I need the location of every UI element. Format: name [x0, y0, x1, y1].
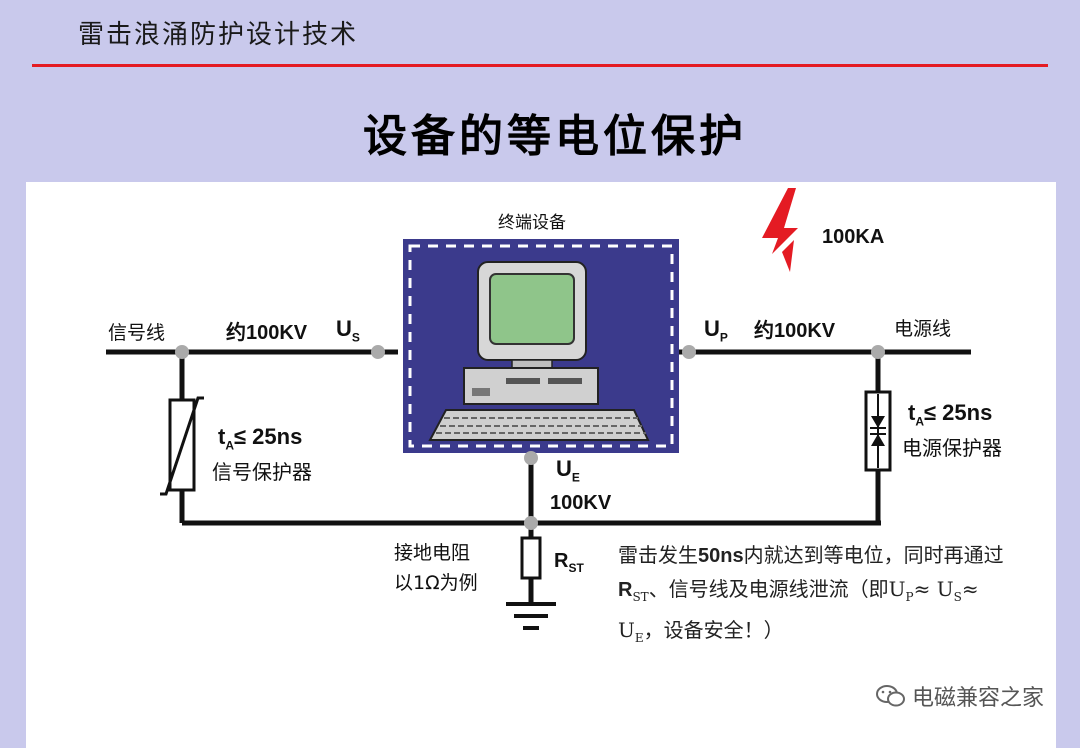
ground-resistor	[520, 536, 542, 580]
ground-resistor-label-line1: 接地电阻	[394, 542, 471, 564]
tvs-arrow-up	[871, 434, 885, 446]
us-label: US	[336, 316, 360, 345]
slide-header-title: 雷击浪涌防护设计技术	[78, 20, 359, 50]
equipotential-diagram	[106, 188, 971, 630]
computer-case	[463, 367, 599, 405]
watermark: 电磁兼容之家	[875, 680, 1044, 712]
lightning-bolt-icon	[762, 188, 798, 254]
ground-resistor-label-line2: 以1Ω为例	[394, 572, 478, 594]
varistor-slash	[160, 396, 204, 496]
explanation-note: 雷击发生50ns内就达到等电位，同时再通过RST、信号线及电源线泄流（即UP≈ …	[618, 543, 1004, 645]
monitor-screen	[489, 273, 575, 345]
up-label: UP	[704, 316, 728, 345]
signal-terminal-dot	[371, 345, 385, 359]
power-response-time: tA≤ 25ns	[908, 400, 993, 429]
device-ground-dot	[524, 451, 538, 465]
wechat-icon	[875, 685, 905, 707]
monitor-stand	[511, 359, 553, 369]
rst-label: RST	[554, 550, 584, 575]
signal-protector-label: 信号保护器	[212, 460, 312, 484]
power-line-label: 电源线	[894, 318, 952, 340]
signal-junction-dot	[175, 345, 189, 359]
ue-label: UE	[556, 456, 580, 485]
ground-junction-dot	[524, 516, 538, 530]
lightning-bolt-tail-icon	[782, 240, 794, 272]
ue-voltage-label: 100KV	[550, 492, 612, 514]
terminal-device-border	[408, 244, 674, 448]
power-protector-label: 电源保护器	[902, 436, 1002, 460]
signal-response-time: tA≤ 25ns	[218, 424, 303, 453]
lightning-current-label: 100KA	[822, 226, 885, 248]
header-rule	[32, 64, 1048, 67]
watermark-text: 电磁兼容之家	[911, 686, 1044, 711]
power-junction-dot	[871, 345, 885, 359]
device-label: 终端设备	[498, 213, 566, 233]
signal-voltage-label: 约100KV	[226, 322, 308, 344]
diagram-panel: 终端设备 100KA 信号线 约100KV US UP 约100KV 电源线 t…	[26, 182, 1056, 748]
power-voltage-label: 约100KV	[754, 320, 836, 342]
power-terminal-dot	[682, 345, 696, 359]
tvs-arrow-down	[871, 416, 885, 428]
signal-line-label: 信号线	[108, 322, 166, 344]
slide-title: 设备的等电位保护	[363, 111, 747, 162]
